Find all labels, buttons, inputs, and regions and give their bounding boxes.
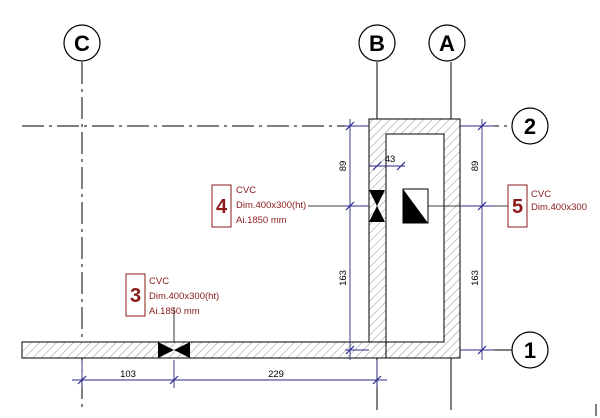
tag-3-line1: CVC xyxy=(149,276,169,287)
grid-bubble-a: A xyxy=(428,24,466,62)
tag-5-line1: CVC xyxy=(531,189,551,200)
tag-4-line2: Dim.400x300(ht) xyxy=(236,200,306,211)
equipment-tag-3: 3 CVC Dim.400x300(ht) Ai.1850 mm xyxy=(125,273,219,317)
grid-label-c: C xyxy=(74,31,90,56)
dimension-lines: 43 89 163 89 163 103 229 xyxy=(72,119,494,388)
duct-shaft-wall xyxy=(368,118,461,359)
dim-229: 229 xyxy=(268,369,284,380)
tag-5-number: 5 xyxy=(512,196,523,218)
dim-89-left: 89 xyxy=(338,161,349,172)
tag-4-line1: CVC xyxy=(236,185,256,196)
equipment-tag-4: 4 CVC Dim.400x300(ht) Ai.1850 mm xyxy=(211,184,306,228)
grid-label-b: B xyxy=(369,31,385,56)
tag-5-line2: Dim.400x300 xyxy=(531,202,587,213)
tag-3-number: 3 xyxy=(130,285,141,307)
horizontal-duct-wall xyxy=(21,341,387,359)
damper-vertical xyxy=(369,190,385,222)
tag-4-line3: Ai.1850 mm xyxy=(236,215,287,226)
grid-label-2: 2 xyxy=(524,114,536,139)
duct-walls xyxy=(21,118,461,359)
tag-4-number: 4 xyxy=(216,196,228,218)
dim-89-right: 89 xyxy=(470,161,481,172)
damper-horizontal xyxy=(158,342,190,358)
grid-label-1: 1 xyxy=(524,338,536,363)
grid-bubble-b: B xyxy=(358,24,396,62)
grille-symbol xyxy=(402,188,429,224)
dim-43: 43 xyxy=(385,154,396,165)
grid-bubble-c: C xyxy=(63,24,101,62)
tag-3-line3: Ai.1850 mm xyxy=(149,306,200,317)
grid-label-a: A xyxy=(439,31,455,56)
dim-103: 103 xyxy=(120,369,136,380)
dim-163-left: 163 xyxy=(338,270,349,286)
dim-163-right: 163 xyxy=(470,270,481,286)
grid-bubble-1: 1 xyxy=(511,331,549,369)
equipment-tag-5: 5 CVC Dim.400x300 xyxy=(507,184,587,228)
grid-bubble-2: 2 xyxy=(511,107,549,145)
tag-3-line2: Dim.400x300(ht) xyxy=(149,291,219,302)
